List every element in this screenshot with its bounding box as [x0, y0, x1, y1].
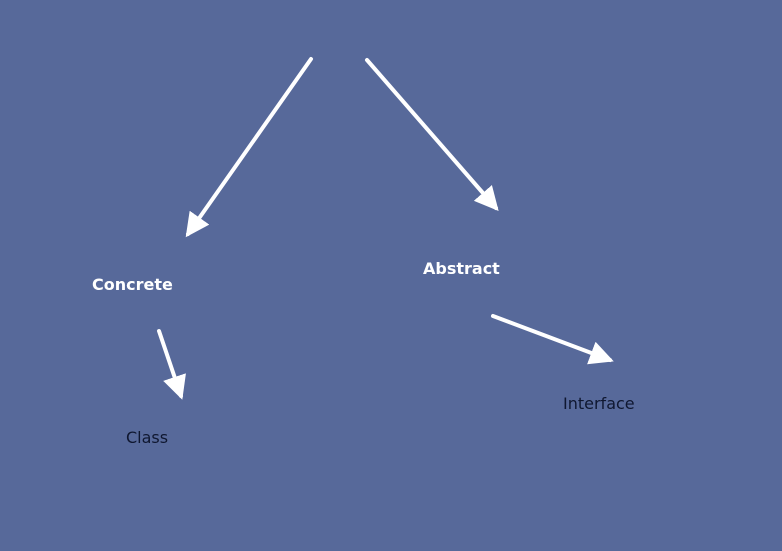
node-concrete: Concrete: [92, 275, 173, 294]
arrow-concrete-to-class: [157, 329, 186, 400]
node-abstract: Abstract: [423, 259, 500, 278]
arrow-root-to-concrete: [185, 57, 313, 238]
node-interface: Interface: [563, 394, 635, 413]
arrow-root-to-abstract: [365, 58, 499, 212]
arrow-abstract-to-interface: [491, 314, 614, 365]
node-class: Class: [126, 428, 169, 447]
